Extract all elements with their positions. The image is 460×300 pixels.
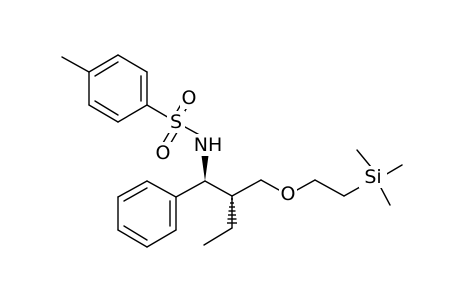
bond-phenyl-inner-2 [123, 225, 148, 241]
bond-tolyl-inner-1 [94, 61, 119, 77]
bond-silicon-methyl-right [384, 164, 403, 176]
atom-silicon: Si [359, 166, 387, 188]
bond-tolyl-1 [88, 54, 119, 73]
bond-phenyl-1 [146, 180, 177, 198]
bond-ch2-ch2 [314, 179, 345, 197]
bond-methyl-ring [61, 56, 90, 73]
atom-nitrogen-hydrogen: NH [193, 134, 223, 156]
bond-ethyl-2 [203, 227, 233, 246]
bond-tolyl-4 [117, 104, 148, 123]
atom-ether-oxygen: O [279, 183, 297, 205]
bond-phenyl-5 [146, 229, 177, 248]
bond-c1-phenyl [175, 180, 206, 198]
bond-oxygen-ch2 [296, 179, 316, 191]
hashed-bond-c2-ethyl [227, 198, 237, 224]
atom-label-silicon: Si [364, 166, 381, 188]
bond-phenyl-2 [117, 180, 148, 198]
bond-tolyl-5 [88, 104, 119, 123]
bonds [61, 54, 403, 248]
bond-ch2-oxygen [260, 179, 280, 191]
wedge-bond-c1-nitrogen [201, 152, 209, 181]
bond-c2-ch2 [231, 179, 262, 197]
bond-phenyl-inner-1 [123, 187, 148, 202]
bond-silicon-methyl-bottom [380, 187, 391, 206]
bond-ch2-silicon [343, 186, 361, 197]
bond-tolyl-inner-3 [94, 100, 119, 116]
atom-label-oxygen-top: O [182, 87, 197, 109]
atom-label-oxygen-bottom: O [156, 142, 171, 164]
atom-oxygen-bottom: O [154, 142, 172, 164]
bond-silicon-methyl-top [356, 149, 372, 168]
atom-oxygen-top: O [180, 87, 198, 109]
atom-label-ether-oxygen: O [281, 183, 296, 205]
atom-sulfur: S [167, 111, 185, 133]
atom-label-sulfur: S [170, 111, 182, 133]
atom-label-nitrogen-hydrogen: NH [194, 134, 223, 156]
bond-phenyl-4 [117, 229, 148, 248]
bond-c1-c2 [204, 180, 233, 197]
bond-tolyl-2 [117, 54, 148, 73]
